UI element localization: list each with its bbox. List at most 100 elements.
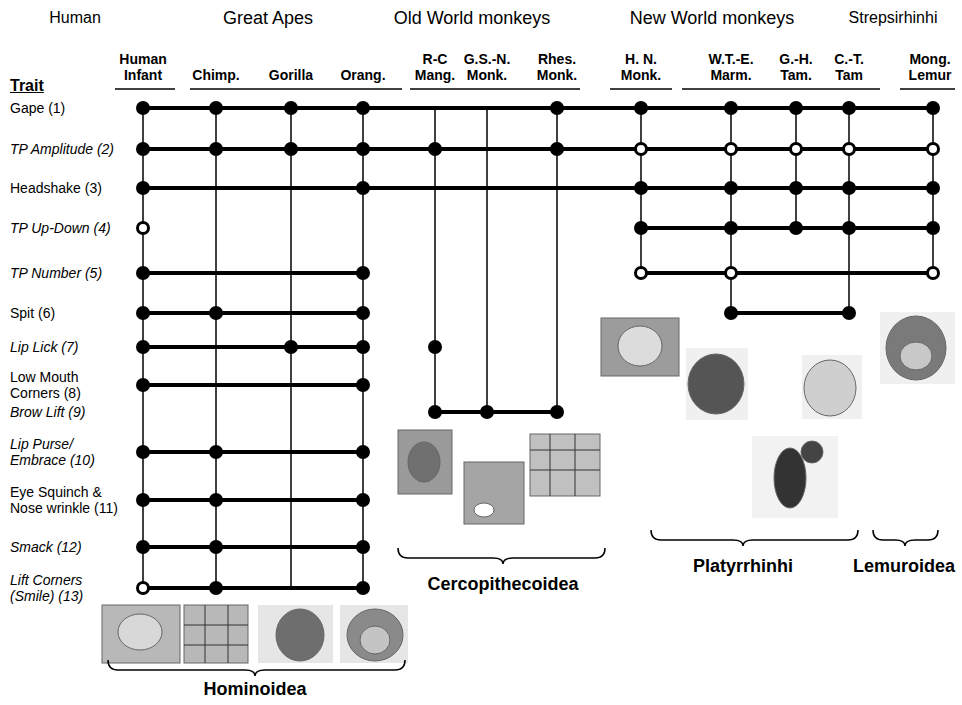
trait-present-dot (428, 340, 442, 354)
trait-present-dot (724, 306, 738, 320)
trait-label: TP Amplitude (2) (10, 141, 130, 157)
trait-line (435, 410, 557, 414)
trait-label: Gape (1) (10, 100, 130, 116)
group-heading: Strepsirhinhi (828, 9, 958, 27)
trait-present-dot (356, 340, 370, 354)
trait-label: Eye Squinch & Nose wrinkle (11) (10, 484, 130, 516)
trait-present-dot (209, 540, 223, 554)
group-heading: Great Apes (198, 8, 338, 29)
trait-line (143, 345, 363, 349)
trait-present-dot (209, 101, 223, 115)
trait-line (143, 147, 933, 151)
species-heading: Chimp. (186, 67, 246, 83)
trait-present-dot (926, 101, 940, 115)
trait-present-dot (550, 405, 564, 419)
trait-label: Lift Corners (Smile) (13) (10, 572, 130, 604)
trait-present-dot (356, 445, 370, 459)
trait-present-dot (136, 142, 150, 156)
header-underline (115, 88, 955, 90)
trait-line (143, 311, 363, 315)
trait-present-dot (136, 181, 150, 195)
species-heading: H. N. Monk. (615, 51, 667, 83)
trait-present-dot (724, 181, 738, 195)
trait-present-dot (136, 266, 150, 280)
photo (102, 312, 955, 663)
trait-label: TP Up-Down (4) (10, 220, 130, 236)
trait-present-dot (724, 221, 738, 235)
trait-variant-dot (138, 583, 149, 594)
species-heading: Mong. Lemur (903, 51, 957, 83)
species-heading: G.-H. Tam. (770, 51, 822, 83)
trait-line (143, 383, 363, 387)
trait-present-dot (136, 101, 150, 115)
trait-present-dot (356, 181, 370, 195)
trait-label: Headshake (3) (10, 180, 130, 196)
trait-present-dot (634, 221, 648, 235)
trait-present-dot (842, 306, 856, 320)
bracket (108, 530, 938, 676)
trait-present-dot (842, 101, 856, 115)
species-heading: C.-T. Tam (826, 51, 872, 83)
species-heading: R-C Mang. (412, 51, 458, 83)
trait-line (143, 271, 363, 275)
trait-present-dot (356, 306, 370, 320)
trait-present-dot (209, 581, 223, 595)
trait-present-dot (209, 493, 223, 507)
clade-label: Cercopithecoidea (408, 574, 598, 595)
trait-variant-dot (636, 144, 647, 155)
trait-line (143, 545, 363, 549)
trait-variant-dot (726, 144, 737, 155)
trait-present-dot (136, 306, 150, 320)
trait-label: Lip Purse/ Embrace (10) (10, 436, 130, 468)
trait-label: Smack (12) (10, 539, 130, 555)
trait-present-dot (209, 142, 223, 156)
trait-label: Spit (6) (10, 305, 130, 321)
trait-present-dot (356, 142, 370, 156)
trait-present-dot (356, 581, 370, 595)
trait-line (731, 311, 849, 315)
species-heading: Orang. (337, 67, 389, 83)
trait-present-dot (480, 405, 494, 419)
trait-present-dot (926, 181, 940, 195)
trait-present-dot (789, 181, 803, 195)
trait-present-dot (136, 340, 150, 354)
trait-variant-dot (791, 144, 802, 155)
trait-present-dot (284, 340, 298, 354)
species-heading: G.S.-N. Monk. (459, 51, 515, 83)
species-heading: Rhes. Monk. (532, 51, 582, 83)
trait-variant-dot (138, 223, 149, 234)
trait-line (143, 106, 933, 110)
trait-variant-dot (636, 268, 647, 279)
trait-variant-dot (928, 268, 939, 279)
group-heading: Old World monkeys (377, 8, 567, 29)
trait-line (641, 226, 933, 230)
trait-present-dot (550, 142, 564, 156)
species-heading: Gorilla (260, 67, 322, 83)
trait-line (143, 450, 363, 454)
trait-present-dot (842, 181, 856, 195)
column-heading: Trait (10, 77, 70, 95)
trait-present-dot (356, 378, 370, 392)
trait-line (143, 586, 363, 590)
lineage-line (848, 108, 850, 313)
trait-present-dot (356, 101, 370, 115)
trait-label: Lip Lick (7) (10, 339, 130, 355)
trait-variant-dot (726, 268, 737, 279)
trait-present-dot (789, 101, 803, 115)
trait-present-dot (724, 101, 738, 115)
lineage-line (795, 108, 797, 228)
trait-present-dot (136, 445, 150, 459)
trait-present-dot (926, 221, 940, 235)
lineage-line (486, 108, 488, 412)
trait-present-dot (428, 405, 442, 419)
trait-label: Brow Lift (9) (10, 404, 130, 420)
lineage-line (730, 108, 732, 313)
clade-label: Platyrrhinhi (668, 556, 818, 577)
trait-variant-dot (844, 144, 855, 155)
trait-present-dot (284, 142, 298, 156)
trait-present-dot (136, 540, 150, 554)
trait-label: TP Number (5) (10, 265, 130, 281)
trait-line (143, 498, 363, 502)
trait-line (143, 186, 933, 190)
